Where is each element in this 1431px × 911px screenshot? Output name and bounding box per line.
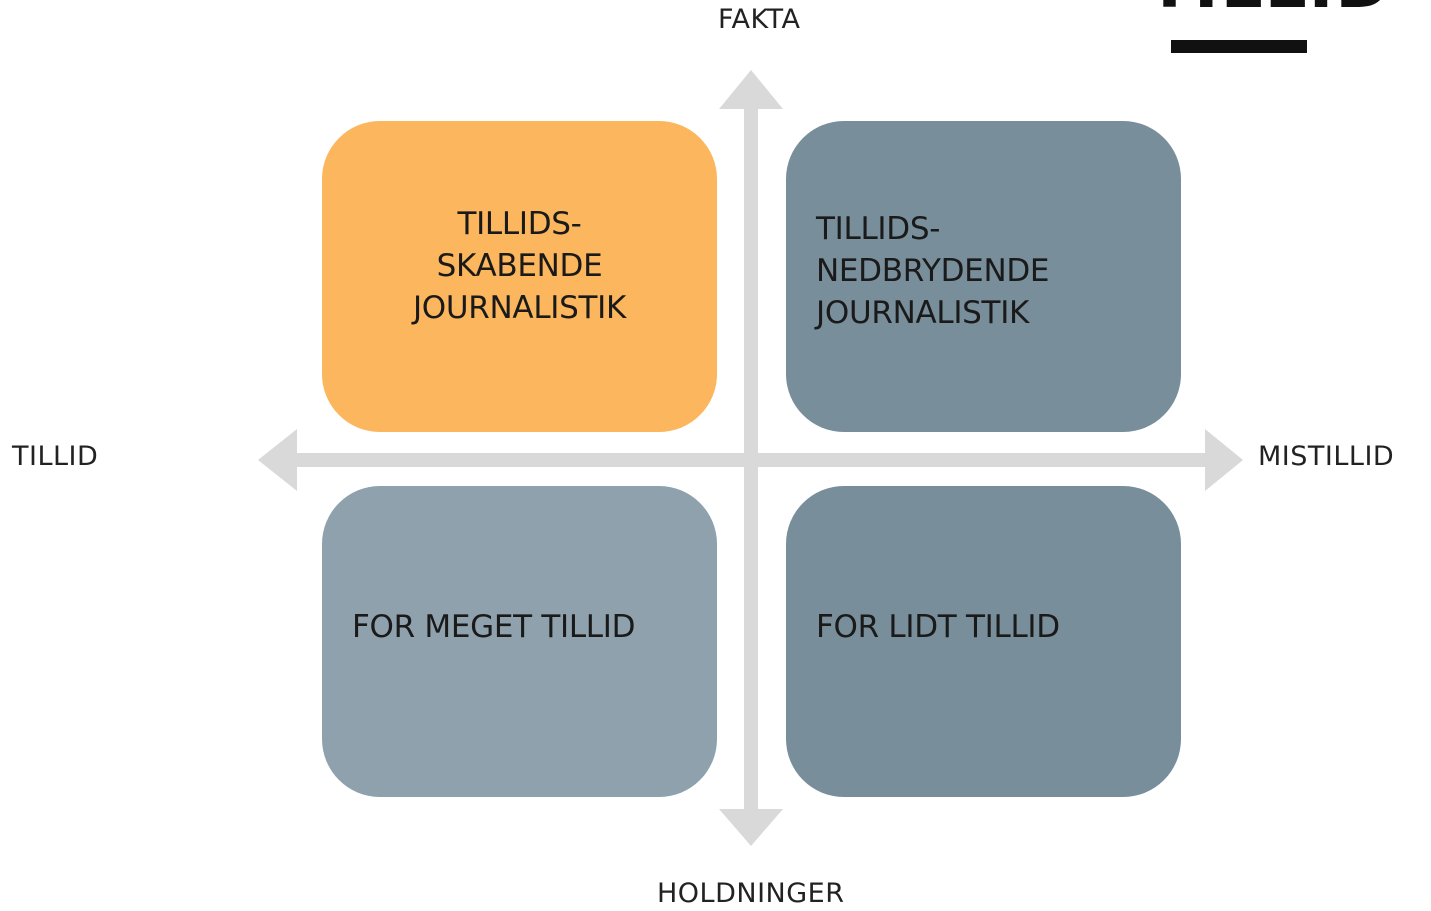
quadrant-line: TILLIDS- [816, 210, 941, 247]
logo-text: TILLID [1147, 0, 1392, 23]
quadrant-bottom-left: FOR MEGET TILLID [322, 486, 717, 797]
quadrant-line: JOURNALISTIK [412, 289, 627, 326]
arrow-up-head [719, 70, 783, 109]
arrow-left-head [258, 429, 297, 491]
quadrant-line: JOURNALISTIK [816, 294, 1030, 331]
quadrant-line: NEDBRYDENDE [816, 252, 1050, 289]
quadrant-top-left-label: TILLIDS- SKABENDE JOURNALISTIK [413, 203, 626, 329]
logo: TILLID [1147, 0, 1397, 60]
arrow-down-head [719, 809, 783, 846]
quadrant-line: TILLIDS- [457, 205, 582, 242]
quadrant-line: FOR MEGET TILLID [352, 608, 636, 645]
axis-label-left: TILLID [12, 441, 99, 472]
axis-label-bottom: HOLDNINGER [657, 878, 845, 909]
quadrant-bottom-right-label: FOR LIDT TILLID [816, 606, 1060, 648]
quadrant-top-right: TILLIDS- NEDBRYDENDE JOURNALISTIK [786, 121, 1181, 432]
horizontal-axis-shaft [292, 453, 1212, 467]
arrow-right-head [1205, 429, 1243, 491]
axis-label-right: MISTILLID [1258, 441, 1395, 472]
quadrant-bottom-left-label: FOR MEGET TILLID [352, 606, 636, 648]
quadrant-bottom-right: FOR LIDT TILLID [786, 486, 1181, 797]
logo-underline [1171, 40, 1307, 53]
quadrant-top-left: TILLIDS- SKABENDE JOURNALISTIK [322, 121, 717, 432]
quadrant-line: FOR LIDT TILLID [816, 608, 1060, 645]
axis-label-top: FAKTA [718, 4, 801, 35]
quadrant-top-right-label: TILLIDS- NEDBRYDENDE JOURNALISTIK [816, 208, 1050, 334]
quadrant-line: SKABENDE [436, 247, 603, 284]
